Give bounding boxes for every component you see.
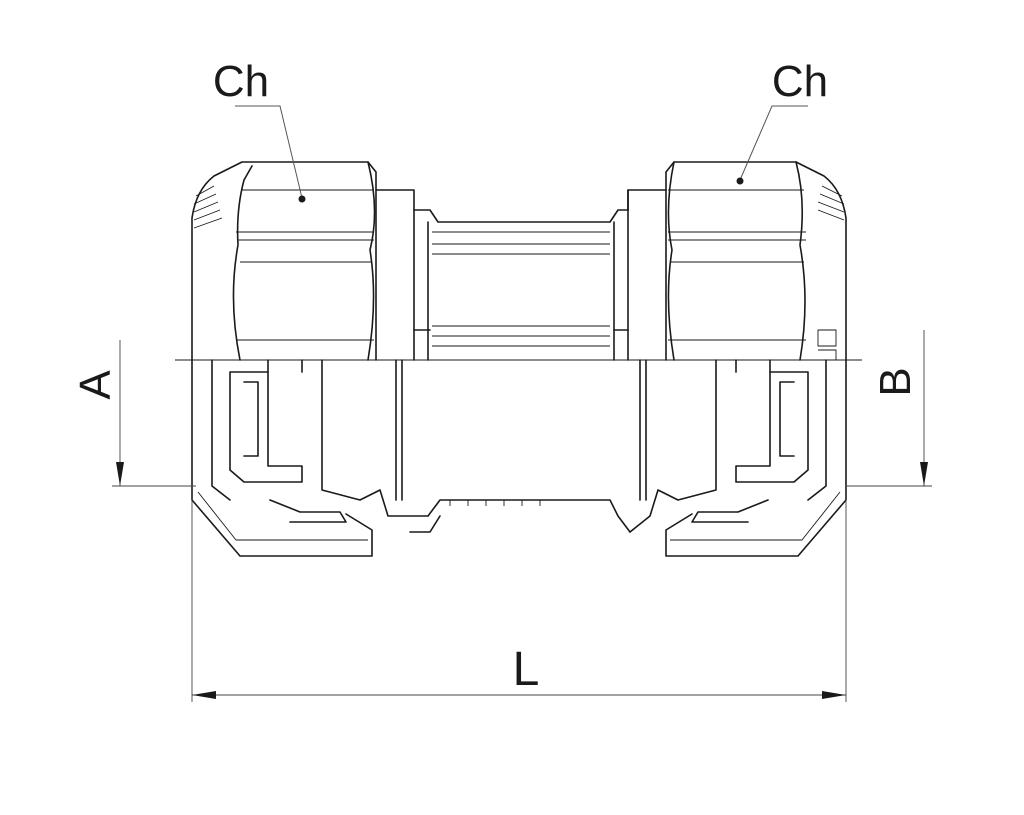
right-nut-section — [629, 359, 847, 557]
left-nut-exterior — [191, 161, 377, 361]
dim-l-label: L — [513, 643, 540, 696]
right-nut-exterior — [665, 161, 847, 361]
ch-right-label: Ch — [772, 57, 828, 106]
middle-body-exterior — [413, 189, 667, 361]
dim-a-label: A — [71, 370, 120, 400]
dimension-b: B — [846, 330, 932, 487]
dimension-a: A — [71, 340, 196, 487]
ch-right-callout: Ch — [736, 57, 828, 185]
left-nut-section — [191, 359, 429, 557]
left-body-shoulder — [375, 189, 415, 361]
dim-b-label: B — [871, 367, 920, 396]
dimension-l: L — [191, 500, 847, 702]
middle-body-section — [409, 359, 647, 533]
ch-left-callout: Ch — [213, 57, 306, 203]
ch-left-label: Ch — [213, 57, 269, 106]
